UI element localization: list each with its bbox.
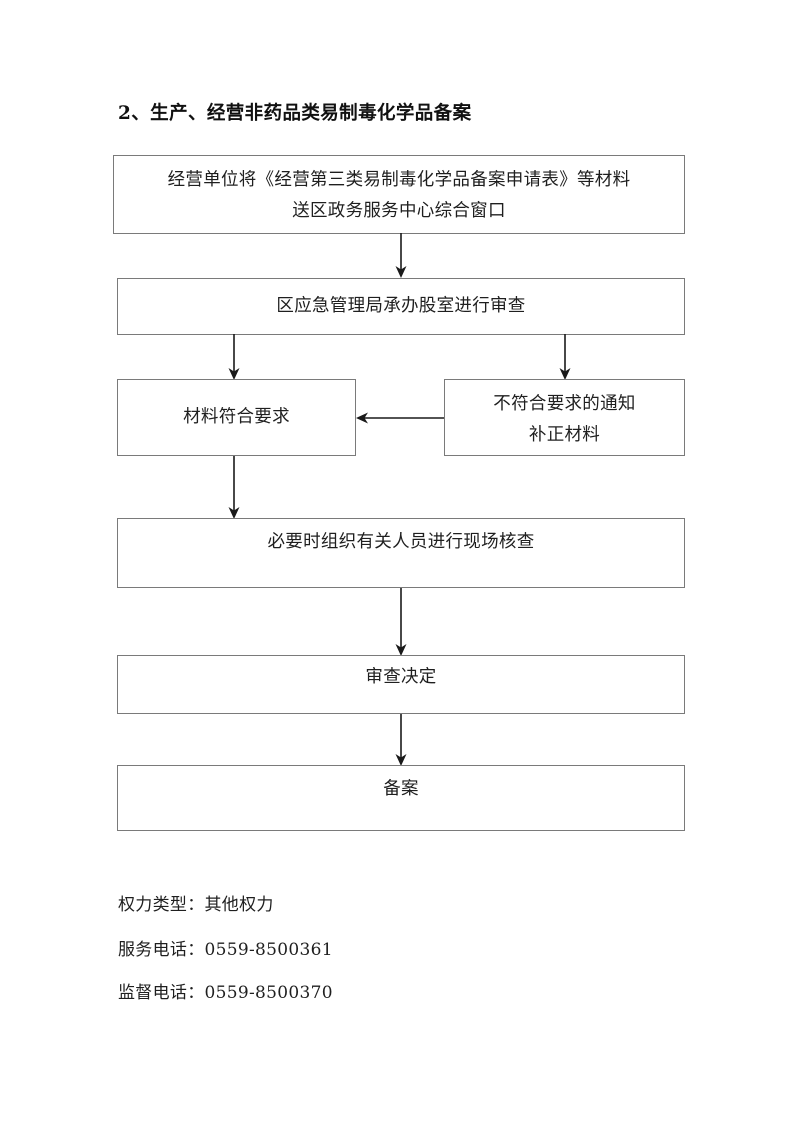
arrow-submit-to-review — [395, 233, 407, 278]
arrow-nonconform-to-conform — [356, 412, 445, 424]
arrow-review-to-conform — [228, 334, 240, 380]
flow-node-nonconform-label: 不符合要求的通知 补正材料 — [493, 394, 636, 445]
arrow-conform-to-onsite — [228, 456, 240, 519]
flow-node-submit: 经营单位将《经营第三类易制毒化学品备案申请表》等材料 送区政务服务中心综合窗口 — [113, 155, 685, 234]
flow-node-record: 备案 — [117, 765, 685, 831]
flow-node-decision-label: 审查决定 — [365, 667, 437, 687]
arrow-review-to-nonconform — [559, 334, 571, 380]
arrow-onsite-to-decision — [395, 588, 407, 656]
page-title: 2、生产、经营非药品类易制毒化学品备案 — [118, 103, 472, 124]
meta-supervision-phone: 监督电话：0559-8500370 — [118, 983, 333, 1003]
flow-node-record-label: 备案 — [383, 779, 419, 799]
meta-service-phone: 服务电话：0559-8500361 — [118, 940, 333, 960]
flow-node-onsite-label: 必要时组织有关人员进行现场核查 — [267, 532, 535, 552]
flow-node-onsite: 必要时组织有关人员进行现场核查 — [117, 518, 685, 588]
flow-node-review: 区应急管理局承办股室进行审查 — [117, 278, 685, 335]
flow-node-conform-label: 材料符合要求 — [183, 407, 290, 427]
meta-power-type: 权力类型：其他权力 — [118, 895, 274, 915]
arrow-decision-to-record — [395, 714, 407, 766]
flow-node-conform: 材料符合要求 — [117, 379, 356, 456]
flow-node-nonconform: 不符合要求的通知 补正材料 — [444, 379, 685, 456]
flow-node-submit-label: 经营单位将《经营第三类易制毒化学品备案申请表》等材料 送区政务服务中心综合窗口 — [167, 170, 631, 221]
flow-node-review-label: 区应急管理局承办股室进行审查 — [276, 296, 526, 316]
flow-node-decision: 审查决定 — [117, 655, 685, 714]
